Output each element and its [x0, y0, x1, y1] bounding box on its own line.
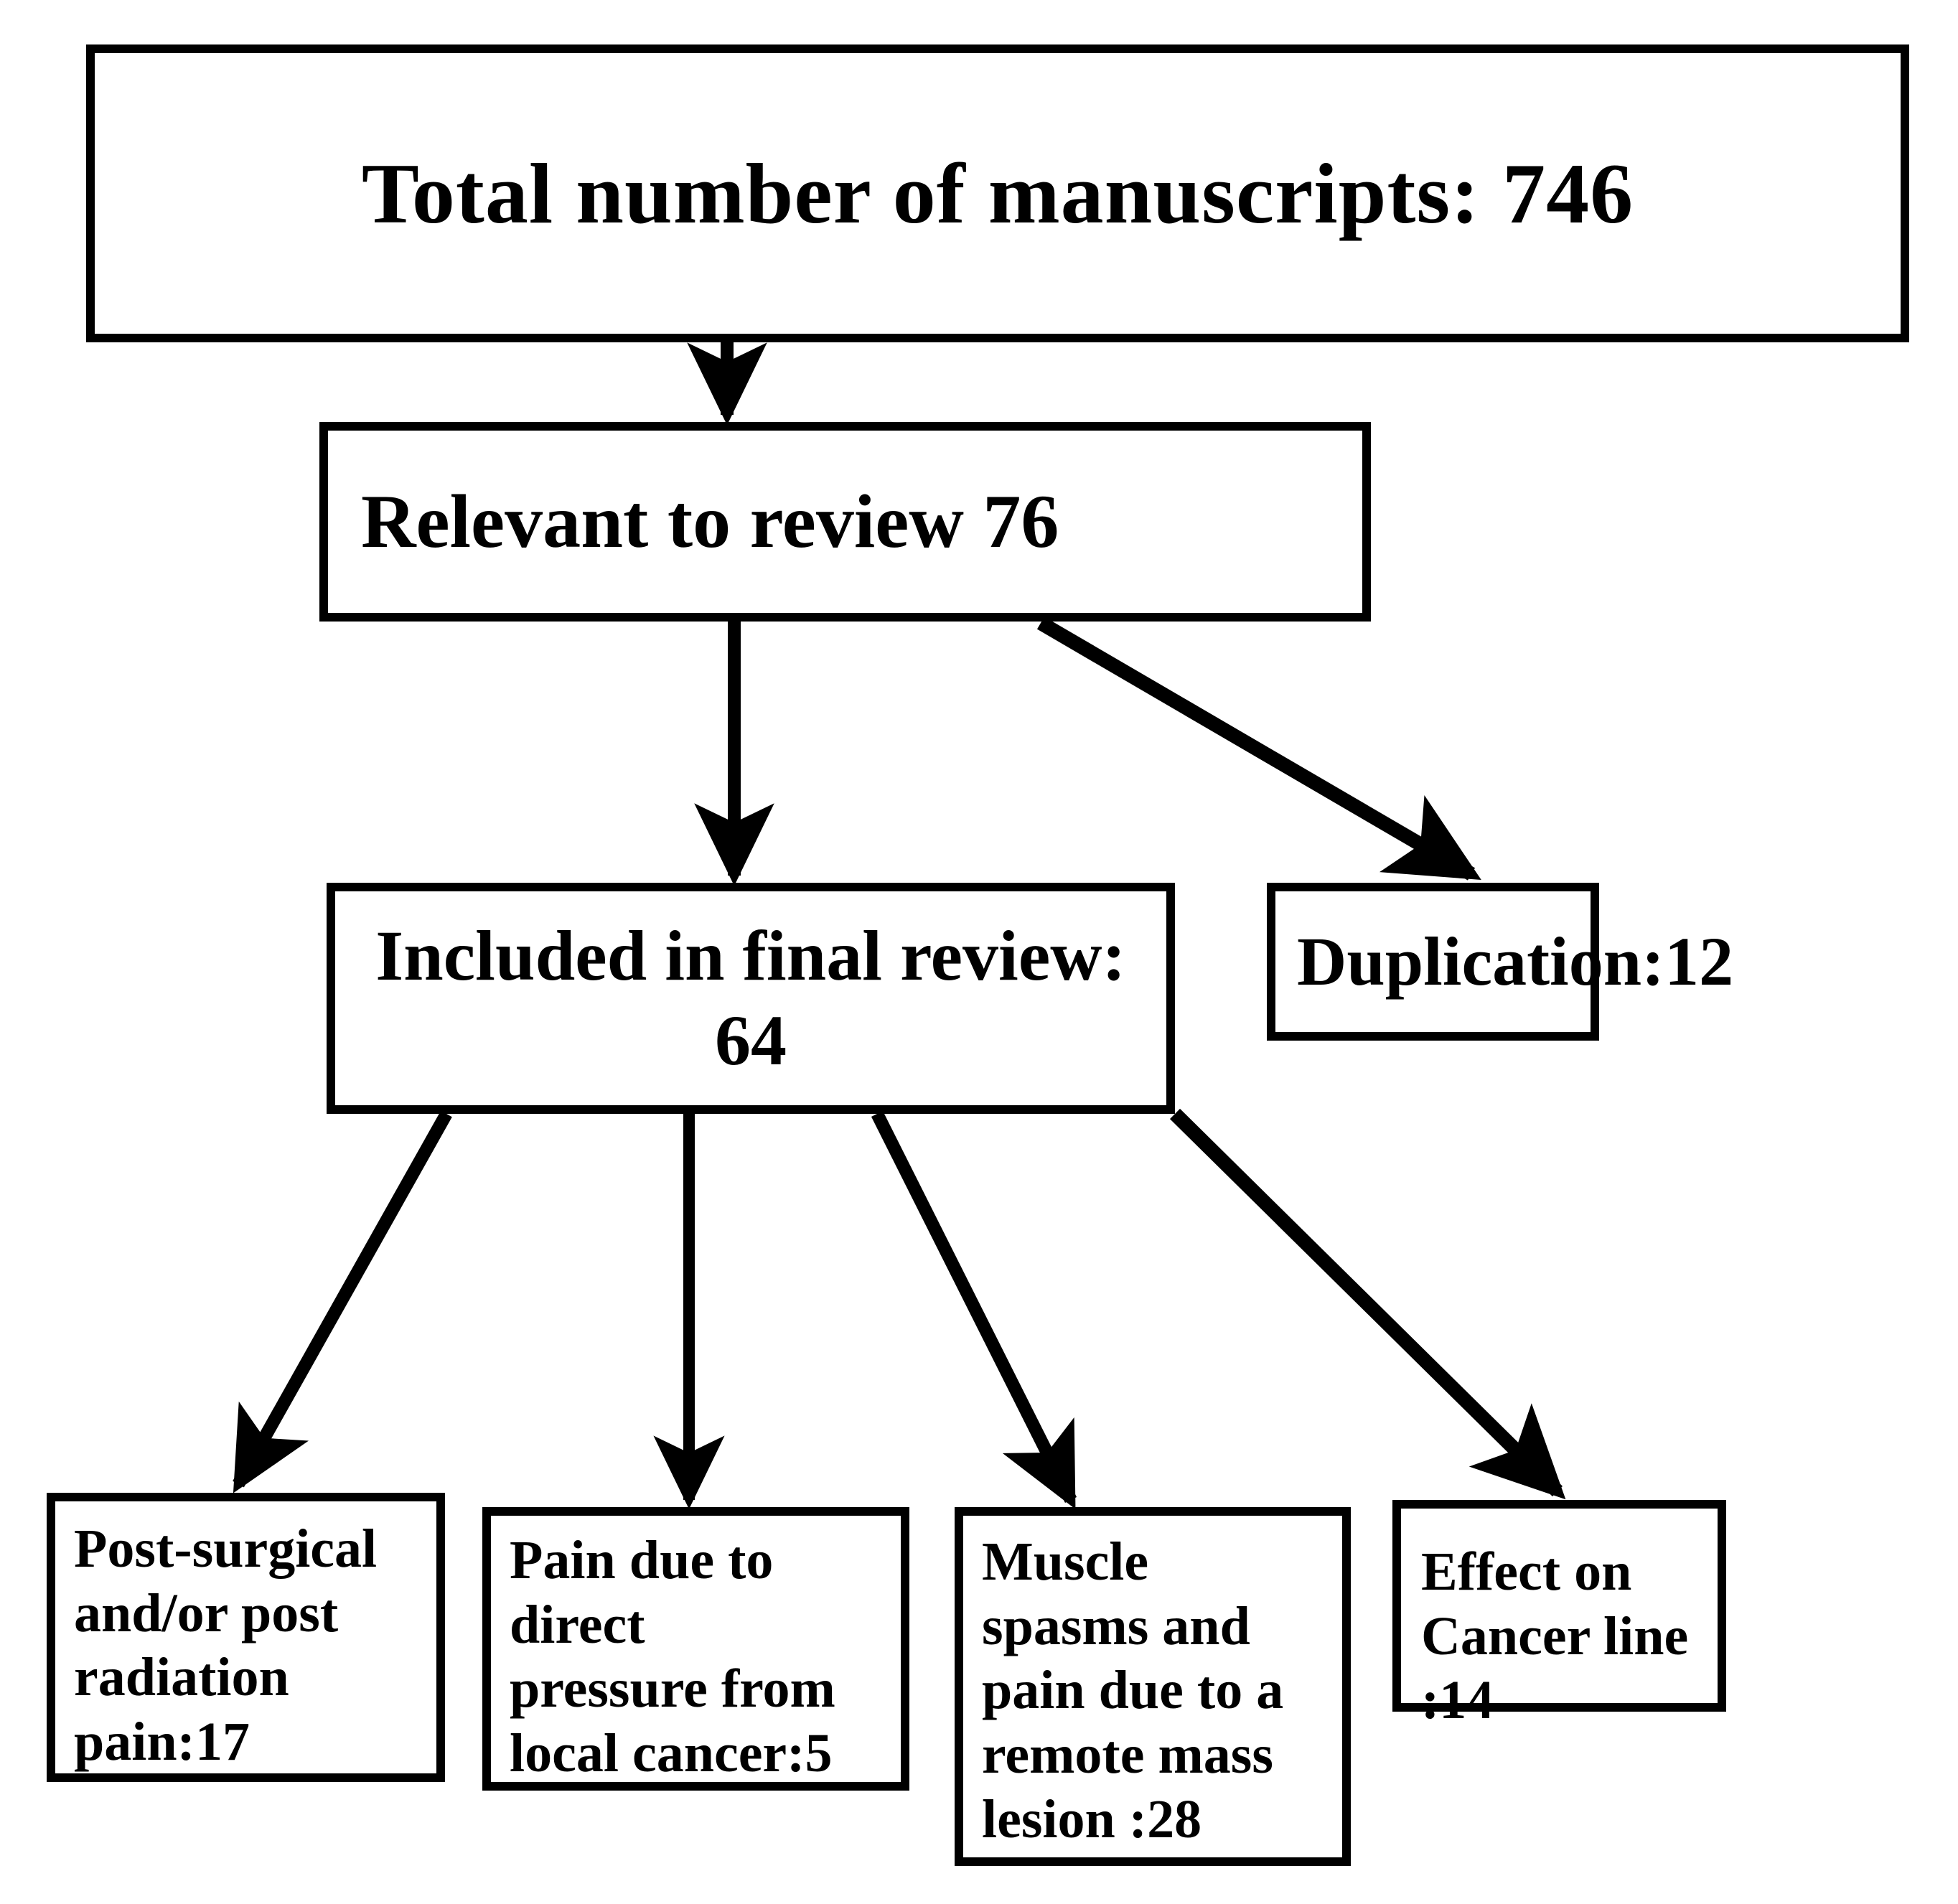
edge-included-to-cancer-line [1169, 1108, 1566, 1500]
node-total-manuscripts-label: Total number of manuscripts: 746 [361, 145, 1634, 241]
node-duplication[interactable]: Duplication:12 [1267, 883, 1733, 1041]
node-post-surgical-pain-label: Post-surgical and/or post radiation pain… [74, 1519, 378, 1773]
node-direct-pressure-pain-label: Pain due to direct pressure from local c… [510, 1530, 835, 1784]
node-included-final-review-label: Included in final review: 64 [375, 916, 1126, 1080]
node-total-manuscripts[interactable]: Total number of manuscripts: 746 [86, 44, 1909, 342]
edge-relevant-to-duplication [1036, 616, 1481, 881]
node-post-surgical-pain[interactable]: Post-surgical and/or post radiation pain… [47, 1493, 445, 1782]
node-effect-on-cancer-line[interactable]: Effect on Cancer line :14 [1392, 1500, 1726, 1730]
node-direct-pressure-pain[interactable]: Pain due to direct pressure from local c… [482, 1507, 909, 1791]
node-effect-on-cancer-line-label: Effect on Cancer line :14 [1421, 1542, 1689, 1731]
node-muscle-spasms-pain-label: Muscle spasms and pain due to a remote m… [982, 1532, 1284, 1849]
edge-included-to-post-surgical [233, 1110, 452, 1493]
node-muscle-spasms-pain[interactable]: Muscle spasms and pain due to a remote m… [955, 1507, 1351, 1866]
node-relevant-to-review[interactable]: Relevant to review 76 [319, 422, 1371, 622]
node-included-final-review[interactable]: Included in final review: 64 [327, 883, 1175, 1114]
node-relevant-to-review-label: Relevant to review 76 [361, 479, 1059, 564]
node-duplication-label: Duplication:12 [1297, 923, 1734, 1000]
edge-included-to-muscle-spasms [871, 1110, 1077, 1509]
